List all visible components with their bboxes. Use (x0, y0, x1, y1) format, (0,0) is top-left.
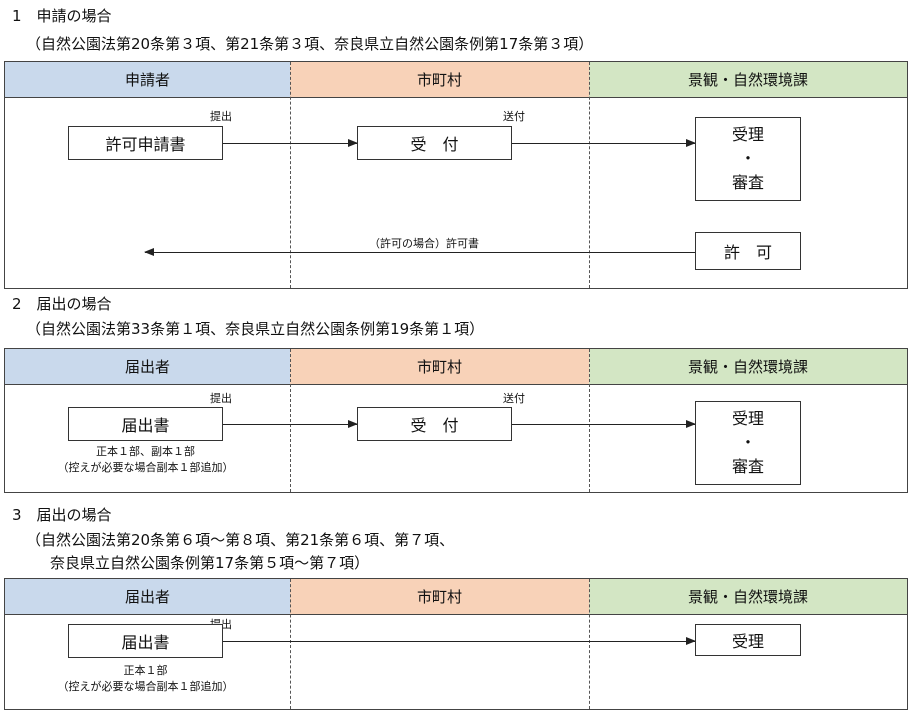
section-1-flow-table: 申請者 市町村 景観・自然環境課 提出 許可申請書 送付 受 付 受理 ・ 審査… (4, 61, 908, 289)
section-1-subheading: （自然公園法第20条第３項、第21条第３項、奈良県立自然公園条例第17条第３項） (26, 35, 594, 53)
review-box-line-2: ・ (739, 433, 756, 452)
acceptance-box: 受理 (695, 624, 801, 656)
section-3-subheading-line-1: （自然公園法第20条第６項～第８項、第21条第６項、第７項、 (26, 531, 455, 549)
copies-note: 正本１部、副本１部 （控えが必要な場合副本１部追加） (33, 444, 258, 476)
send-label: 送付 (503, 110, 525, 123)
column-divider (589, 579, 590, 709)
column-divider (589, 349, 590, 492)
review-box-line-3: 審査 (731, 173, 764, 192)
section-3-subheading-line-2: 奈良県立自然公園条例第17条第５項～第７項） (50, 554, 370, 572)
section-2-col-municipality: 市町村 (290, 349, 589, 385)
copies-note-line-1: 正本１部 (123, 664, 168, 677)
submit-label: 提出 (210, 392, 232, 405)
review-box: 受理 ・ 審査 (695, 401, 801, 485)
permit-return-arrow (144, 248, 695, 256)
send-label: 送付 (503, 392, 525, 405)
column-divider (290, 349, 291, 492)
notification-form-box: 届出書 (68, 624, 223, 658)
application-form-box: 許可申請書 (68, 126, 223, 160)
permit-box: 許 可 (695, 232, 801, 270)
return-label: （許可の場合）許可書 (369, 237, 479, 250)
copies-note-line-2: （控えが必要な場合副本１部追加） (57, 461, 234, 474)
send-arrow (512, 139, 696, 147)
section-3-flow-table: 届出者 市町村 景観・自然環境課 提出 届出書 正本１部 （控えが必要な場合副本… (4, 578, 908, 710)
submit-arrow (223, 637, 696, 645)
section-3-col-notifier: 届出者 (5, 579, 290, 615)
review-box-line-3: 審査 (731, 457, 764, 476)
section-2-col-notifier: 届出者 (5, 349, 290, 385)
submit-arrow (223, 139, 358, 147)
section-2-flow-table: 届出者 市町村 景観・自然環境課 提出 届出書 正本１部、副本１部 （控えが必要… (4, 348, 908, 493)
section-3-col-office: 景観・自然環境課 (589, 579, 907, 615)
section-1-col-applicant: 申請者 (5, 62, 290, 98)
send-arrow (512, 420, 696, 428)
submit-arrow (223, 420, 358, 428)
section-3-heading: 3 届出の場合 (12, 506, 112, 524)
review-box-line-2: ・ (739, 149, 756, 168)
review-box-line-1: 受理 (731, 125, 764, 144)
review-box-line-1: 受理 (731, 409, 764, 428)
column-divider (290, 579, 291, 709)
reception-box: 受 付 (357, 407, 512, 441)
section-1-col-office: 景観・自然環境課 (589, 62, 907, 98)
section-2-subheading: （自然公園法第33条第１項、奈良県立自然公園条例第19条第１項） (26, 320, 485, 338)
reception-box: 受 付 (357, 126, 512, 160)
review-box: 受理 ・ 審査 (695, 117, 801, 201)
copies-note: 正本１部 （控えが必要な場合副本１部追加） (33, 663, 258, 695)
section-3-col-municipality: 市町村 (290, 579, 589, 615)
column-divider (589, 62, 590, 288)
copies-note-line-1: 正本１部、副本１部 (96, 445, 195, 458)
section-2-heading: 2 届出の場合 (12, 295, 112, 313)
section-2-col-office: 景観・自然環境課 (589, 349, 907, 385)
notification-form-box: 届出書 (68, 407, 223, 441)
section-1-col-municipality: 市町村 (290, 62, 589, 98)
section-1-heading: 1 申請の場合 (12, 7, 112, 25)
copies-note-line-2: （控えが必要な場合副本１部追加） (57, 680, 234, 693)
column-divider (290, 62, 291, 288)
submit-label: 提出 (210, 110, 232, 123)
